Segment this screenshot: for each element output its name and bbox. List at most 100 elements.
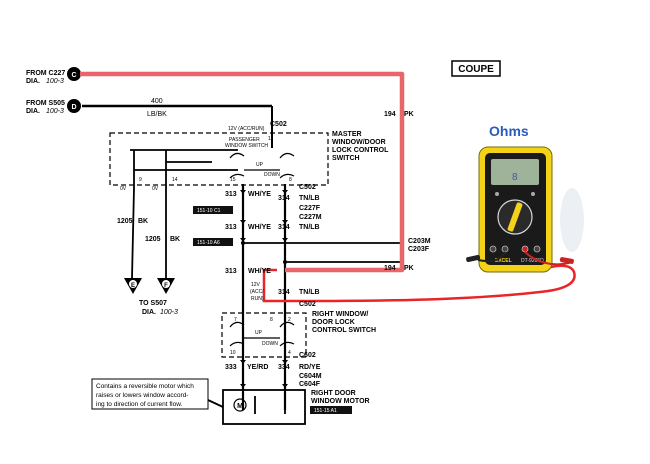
- wire-rdye: RD/YE: [299, 364, 321, 371]
- right-pin-10: 10: [230, 350, 236, 356]
- switch-contacts: [229, 152, 295, 347]
- motor-note-line-1: Contains a reversible motor which: [96, 383, 194, 390]
- coupe-label: COUPE: [458, 64, 494, 75]
- right-run: RUN): [251, 296, 264, 302]
- connector-c604f: C604F: [299, 381, 321, 388]
- right-up-label: UP: [255, 330, 263, 336]
- black-wires: [82, 104, 400, 425]
- meter-brand: EXCEL: [495, 258, 512, 264]
- wire-194-bottom: 194: [384, 265, 396, 272]
- right-switch-box: [221, 312, 307, 358]
- ground-pin-f: F: [162, 280, 170, 289]
- wire-tnlb-a: TN/LB: [299, 195, 320, 202]
- right-pin-4: 4: [288, 350, 291, 356]
- right-pin-2: 2: [288, 317, 291, 323]
- master-title-3: LOCK CONTROL: [332, 147, 389, 154]
- motor-note: Contains a reversible motor which raises…: [91, 378, 209, 410]
- right-acc: (ACC/: [250, 289, 264, 295]
- wire-bk-b: BK: [170, 236, 180, 243]
- master-0v-1: 0V: [120, 186, 127, 192]
- source-s505-ref: 100-3: [46, 108, 64, 115]
- motor-m-label: M: [237, 403, 243, 410]
- connector-c502-mid: C502: [299, 184, 316, 191]
- master-0v-2: 0V: [152, 186, 159, 192]
- source-connector-c: C: [67, 67, 81, 81]
- passenger-label: PASSENGER: [229, 137, 260, 143]
- connector-c604m: C604M: [299, 373, 322, 380]
- wire-194-top: 194: [384, 111, 396, 118]
- window-switch-label: WINDOW SWITCH: [225, 143, 268, 149]
- ref-tag-2: 151-10 A6: [193, 238, 233, 246]
- source-c227-ref: 100-3: [46, 78, 64, 85]
- master-down-label: DOWN: [264, 172, 280, 178]
- connector-c502-bottom: C502: [299, 301, 316, 308]
- master-pin-14: 14: [172, 177, 178, 183]
- ref-tag-1: 151-10 C1: [193, 206, 233, 214]
- wire-314-b: 314: [278, 224, 290, 231]
- probe-lead: [262, 264, 576, 303]
- multimeter-display: [491, 159, 539, 185]
- pin-d-label: D: [71, 104, 76, 111]
- pin-c-label: C: [71, 72, 76, 79]
- motor-note-line-2: raises or lowers window accord-: [96, 392, 188, 399]
- wire-334: 334: [278, 364, 290, 371]
- display-digit: 8: [512, 172, 518, 183]
- master-title-1: MASTER: [332, 131, 362, 138]
- wire-whye-a: WH/YE: [248, 191, 271, 198]
- master-pin-11: 11: [268, 136, 273, 142]
- source-connector-d: D: [67, 99, 81, 113]
- right-switch-title-1: RIGHT WINDOW/: [312, 311, 368, 318]
- master-title-4: SWITCH: [332, 155, 360, 162]
- ground-f-label: F: [164, 283, 168, 289]
- wire-bk-a: BK: [138, 218, 148, 225]
- connector-c203m: C203M: [408, 238, 431, 245]
- ref-tag-2-text: 151-10 A6: [197, 240, 220, 246]
- source-c227-dia: DIA.: [26, 78, 40, 85]
- connector-c502-top: C502: [270, 121, 287, 128]
- wire-1205-b: 1205: [145, 236, 161, 243]
- source-s505-dia: DIA.: [26, 108, 40, 115]
- right-switch-title-3: CONTROL SWITCH: [312, 327, 376, 334]
- connector-c227f: C227F: [299, 205, 321, 212]
- wire-333: 333: [225, 364, 237, 371]
- wire-lbbk-label: LB/BK: [147, 111, 167, 118]
- master-pin-15: 15: [230, 177, 236, 183]
- meter-model: DT-9205D: [521, 258, 544, 264]
- wire-whye-c: WH/YE: [248, 268, 271, 275]
- master-switch-box: [109, 132, 329, 186]
- wire-pk-bottom: PK: [404, 265, 414, 272]
- highlighted-circuit: [80, 71, 405, 273]
- ref-tag-motor-text: 151-15 A1: [314, 408, 337, 414]
- master-12v-label: 12V (ACC/RUN): [228, 126, 265, 132]
- motor-note-line-3: ing to direction of current flow.: [96, 401, 183, 408]
- motor-symbol: M: [233, 398, 247, 412]
- ground-to-label: TO S507: [139, 300, 167, 307]
- ground-dia-label: DIA.: [142, 309, 156, 316]
- right-pin-8: 8: [270, 317, 273, 323]
- motor-title-1: RIGHT DOOR: [311, 390, 356, 397]
- master-title-2: WINDOW/DOOR: [332, 139, 386, 146]
- wire-313-a: 313: [225, 191, 237, 198]
- right-12v: 12V: [251, 282, 261, 288]
- source-s505-label: FROM S505: [26, 100, 65, 107]
- source-c227-label: FROM C227: [26, 70, 65, 77]
- master-up-label: UP: [256, 162, 264, 168]
- wire-whye-b: WH/YE: [248, 224, 271, 231]
- right-down-label: DOWN: [262, 341, 278, 347]
- master-pin-9: 9: [139, 177, 142, 183]
- wire-pk-top: PK: [404, 111, 414, 118]
- labels: FROM C227 DIA. 100-3 FROM S505 DIA. 100-…: [26, 70, 431, 405]
- connector-c203f: C203F: [408, 246, 430, 253]
- right-switch-title-2: DOOR LOCK: [312, 319, 355, 326]
- ground-e-label: E: [131, 283, 135, 289]
- wire-yerd: YE/RD: [247, 364, 268, 371]
- coupe-badge: COUPE: [451, 60, 501, 77]
- motor-title-2: WINDOW MOTOR: [311, 398, 370, 405]
- master-pin-8: 8: [289, 177, 292, 183]
- connector-c227m: C227M: [299, 214, 322, 221]
- right-pin-7: 7: [234, 317, 237, 323]
- ohms-label: Ohms: [489, 123, 529, 139]
- ref-tag-motor: 151-15 A1: [310, 406, 352, 414]
